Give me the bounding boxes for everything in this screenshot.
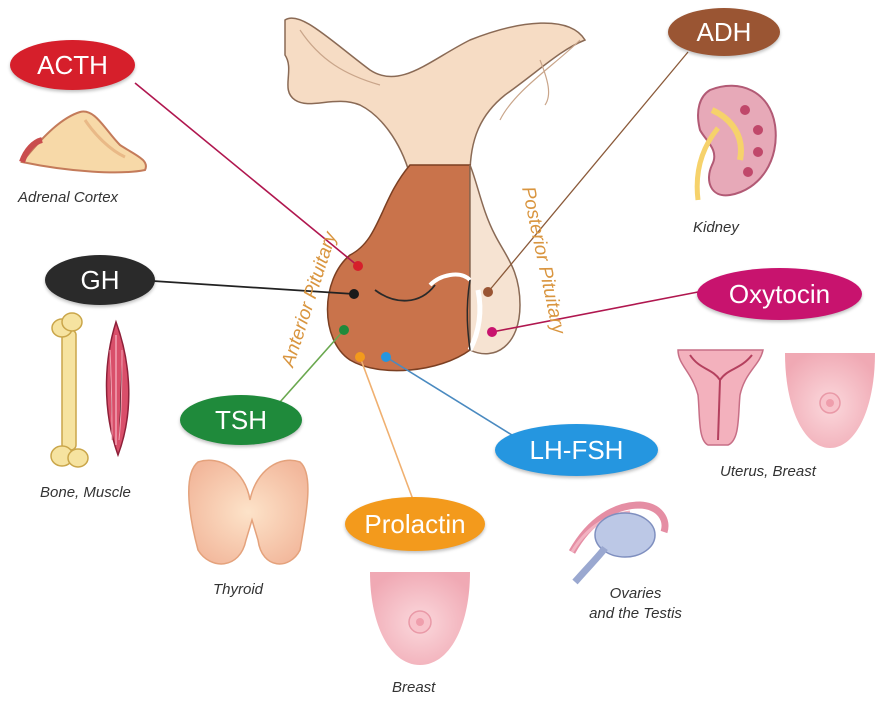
posterior-pituitary-label: Posterior Pituitary xyxy=(517,185,569,337)
acth-dot xyxy=(353,261,363,271)
gh-dot xyxy=(349,289,359,299)
lhfsh-badge: LH-FSH xyxy=(495,424,658,476)
gh-badge: GH xyxy=(45,255,155,305)
thyroid-illustration xyxy=(189,460,308,564)
breast-illustration xyxy=(370,572,470,665)
lhfsh-connector xyxy=(386,357,520,440)
muscle-illustration xyxy=(107,322,129,455)
uterus-breast-caption: Uterus, Breast xyxy=(720,462,816,482)
ovaries-caption-line2: and the Testis xyxy=(578,604,693,624)
ovaries-caption-line1: Ovaries xyxy=(578,584,693,604)
kidney-caption: Kidney xyxy=(693,218,739,238)
ovaries-caption: Ovaries and the Testis xyxy=(578,584,693,624)
kidney-illustration xyxy=(697,86,776,200)
bone-illustration xyxy=(51,313,88,467)
thyroid-caption: Thyroid xyxy=(213,580,263,600)
breast-caption: Breast xyxy=(392,678,435,698)
prolactin-badge: Prolactin xyxy=(345,497,485,551)
lhfsh-dot xyxy=(381,352,391,362)
adh-badge: ADH xyxy=(668,8,780,56)
adrenal-cortex-caption: Adrenal Cortex xyxy=(18,188,118,208)
adh-connector xyxy=(488,52,688,292)
bone-muscle-caption: Bone, Muscle xyxy=(40,483,131,503)
oxytocin-badge: Oxytocin xyxy=(697,268,862,320)
prolactin-connector xyxy=(360,357,415,505)
adh-dot xyxy=(483,287,493,297)
tsh-badge: TSH xyxy=(180,395,302,445)
oxytocin-dot xyxy=(487,327,497,337)
tsh-dot xyxy=(339,325,349,335)
acth-badge: ACTH xyxy=(10,40,135,90)
prolactin-dot xyxy=(355,352,365,362)
uterus-illustration xyxy=(678,350,763,445)
adrenal-cortex-illustration xyxy=(22,112,146,173)
breast-right-illustration xyxy=(785,353,875,448)
oxytocin-connector xyxy=(492,292,698,332)
ovary-illustration xyxy=(572,505,665,582)
